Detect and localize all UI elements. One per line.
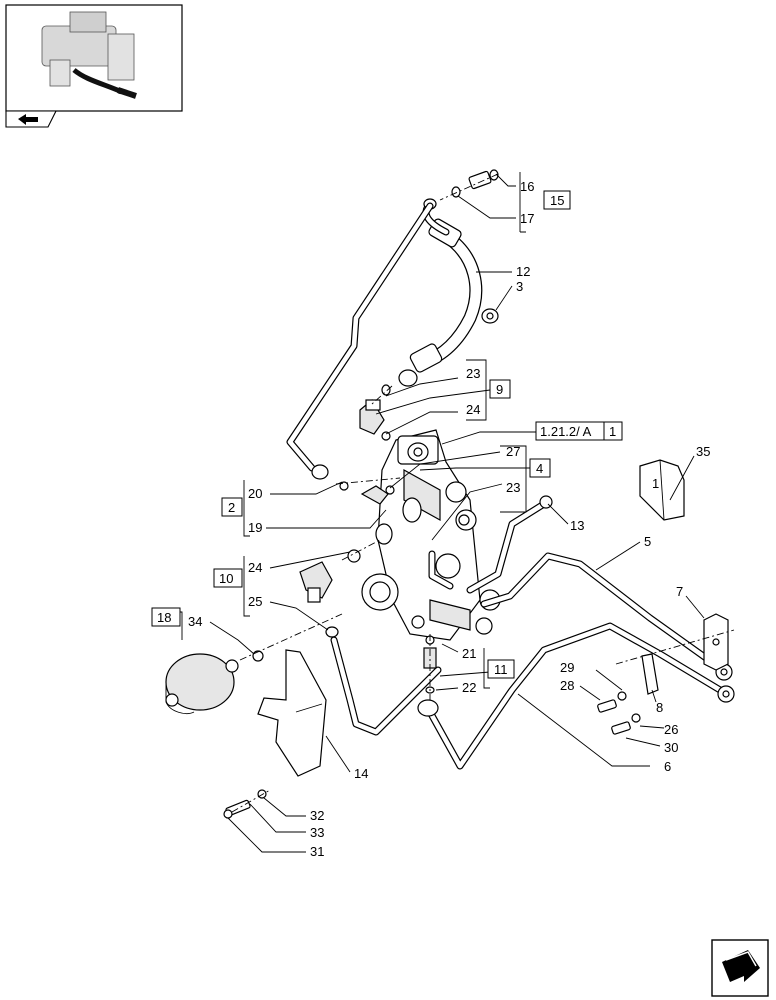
label-34[interactable]: 34 [188, 614, 202, 629]
label-23-mid[interactable]: 23 [506, 480, 520, 495]
svg-text:4: 4 [536, 461, 543, 476]
label-17[interactable]: 17 [520, 211, 534, 226]
boxed-label-9[interactable]: 9 [489, 379, 511, 399]
label-16[interactable]: 16 [520, 179, 534, 194]
bracket-8 [641, 653, 659, 695]
hose-12 [398, 198, 483, 387]
svg-text:9: 9 [496, 382, 503, 397]
label-23-top[interactable]: 23 [466, 366, 480, 381]
svg-text:11: 11 [494, 662, 508, 677]
elbow-fitting-10 [299, 539, 381, 603]
label-35[interactable]: 35 [696, 444, 710, 459]
elbow-fitting-2 [335, 477, 401, 505]
boxed-label-15[interactable]: 15 [543, 190, 571, 210]
label-8[interactable]: 8 [656, 700, 663, 715]
bracket-14 [257, 649, 327, 777]
fitting-16-17 [439, 169, 499, 201]
bolt-28-29 [597, 691, 627, 713]
bolt-31-32-33 [223, 789, 271, 819]
label-29[interactable]: 29 [560, 660, 574, 675]
label-7[interactable]: 7 [676, 584, 683, 599]
boxed-label-2[interactable]: 2 [221, 497, 243, 517]
thumbnail-panel[interactable] [5, 4, 183, 128]
svg-text:2: 2 [228, 500, 235, 515]
valve-block [361, 429, 501, 641]
page-back-arrow-icon[interactable] [18, 114, 38, 125]
label-12[interactable]: 12 [516, 264, 530, 279]
elbow-fitting-9 [359, 384, 393, 441]
label-20[interactable]: 20 [248, 486, 262, 501]
label-31[interactable]: 31 [310, 844, 324, 859]
bracket-35: 1 [639, 459, 685, 521]
pipe-6 [417, 622, 735, 770]
label-5[interactable]: 5 [644, 534, 651, 549]
label-27[interactable]: 27 [506, 444, 520, 459]
pipe-13 [466, 495, 553, 594]
label-24-top[interactable]: 24 [466, 402, 480, 417]
clamp-7 [615, 613, 735, 671]
pipe-25 [325, 550, 454, 736]
svg-text:10: 10 [219, 571, 233, 586]
label-13[interactable]: 13 [570, 518, 584, 533]
bolt-26-30 [611, 713, 641, 735]
boxed-labels: 15 9 4 2 10 18 11 1.21.2/ A [151, 190, 623, 679]
svg-text:1.21.2/ A: 1.21.2/ A [540, 424, 592, 439]
label-28[interactable]: 28 [560, 678, 574, 693]
label-14[interactable]: 14 [354, 766, 368, 781]
boxed-label-4[interactable]: 4 [529, 458, 551, 478]
accumulator-18 [165, 613, 343, 714]
label-25[interactable]: 25 [248, 594, 262, 609]
label-26[interactable]: 26 [664, 722, 678, 737]
boxed-label-18[interactable]: 18 [151, 607, 181, 627]
part-labels: 16 17 12 3 23 24 27 23 13 5 35 20 19 24 … [188, 179, 710, 859]
reference-link-1-21-2[interactable]: 1.21.2/ A 1 [535, 421, 623, 441]
tractor-valve-assembly-thumbnail [41, 11, 137, 99]
boxed-label-11[interactable]: 11 [487, 659, 515, 679]
pipe-5 [480, 552, 733, 681]
leader-lines [176, 172, 705, 853]
label-22[interactable]: 22 [462, 680, 476, 695]
label-3[interactable]: 3 [516, 279, 523, 294]
svg-text:1: 1 [609, 424, 616, 439]
svg-text:18: 18 [157, 610, 171, 625]
label-19[interactable]: 19 [248, 520, 262, 535]
inset-label: 1 [652, 476, 659, 491]
fitting-21-22 [423, 634, 437, 700]
svg-text:15: 15 [550, 193, 564, 208]
cap-3 [481, 308, 499, 324]
label-33[interactable]: 33 [310, 825, 324, 840]
pipe-loop-left [286, 202, 434, 480]
label-30[interactable]: 30 [664, 740, 678, 755]
page-next-arrow-icon[interactable] [711, 939, 769, 997]
label-24-left[interactable]: 24 [248, 560, 262, 575]
label-21[interactable]: 21 [462, 646, 476, 661]
label-32[interactable]: 32 [310, 808, 324, 823]
label-6[interactable]: 6 [664, 759, 671, 774]
boxed-label-10[interactable]: 10 [213, 568, 243, 588]
